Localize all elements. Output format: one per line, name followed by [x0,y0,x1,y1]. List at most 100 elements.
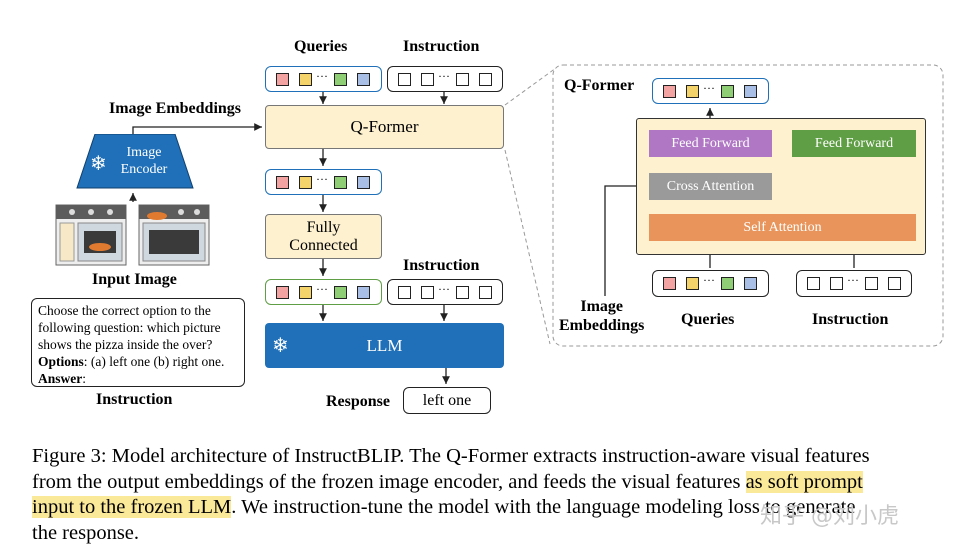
token-red [276,286,289,299]
caption-line-2-text: from the output embeddings of the frozen… [32,470,746,493]
token-empty [865,277,878,290]
instruction-caption-label: Instruction [96,391,173,408]
caption-highlight-2: input to the frozen LLM [32,496,232,518]
token-blue [357,176,370,189]
token-empty [479,286,492,299]
token-blue [744,277,757,290]
token-yellow [299,176,312,189]
token-green [334,176,347,189]
caption-line-1: Figure 3: Model architecture of Instruct… [32,445,870,467]
feed-forward-right: Feed Forward [792,130,916,157]
token-ellipsis: ··· [316,172,328,186]
token-empty [421,73,434,86]
right-query-tokens: ··· [652,270,769,297]
response-label: Response [326,393,391,410]
projected-query-tokens: ··· [265,279,382,305]
response-box: left one [403,387,491,414]
snowflake-icon: ❄ [272,335,289,357]
token-empty [398,73,411,86]
token-yellow [299,73,312,86]
stove-image-right [138,204,210,266]
response-value: left one [422,391,472,409]
feed-forward-left-label: Feed Forward [671,135,750,151]
right-image-embeddings-label: Image Embeddings [559,298,645,334]
caption-highlight-1: as soft prompt [745,470,863,493]
figure-caption: Figure 3: Model architecture of Instruct… [32,444,952,546]
token-yellow [686,277,699,290]
token-yellow [686,85,699,98]
queries-label: Queries [294,38,348,55]
self-attention-label: Self Attention [743,219,822,235]
token-yellow [299,286,312,299]
instruction-answer-line: Answer: [38,370,238,387]
right-queries-label: Queries [681,311,735,328]
cross-attention-layer: Cross Attention [649,173,772,200]
token-empty [807,277,820,290]
input-image-label: Input Image [92,271,177,288]
token-ellipsis: ··· [438,282,450,296]
token-red [663,277,676,290]
instruction-label-mid: Instruction [403,257,480,274]
answer-label: Answer [38,371,83,386]
token-blue [744,85,757,98]
feed-forward-left: Feed Forward [649,130,772,157]
self-attention-layer: Self Attention [649,214,916,241]
instruction-tokens-mid: ··· [387,279,503,305]
token-ellipsis: ··· [316,69,328,83]
qformer-label: Q-Former [350,117,419,136]
instruction-line-2: following question: which picture [38,320,221,335]
right-output-tokens: ··· [652,78,769,104]
fully-connected-block: Fully Connected [265,214,382,259]
llm-label: LLM [366,335,403,355]
right-qformer-title: Q-Former [564,77,635,94]
watermark: 知乎 @刘小虎 [760,504,899,529]
query-tokens-top: ··· [265,66,382,92]
token-red [276,73,289,86]
caption-line-3-text: . We instruction-tune the model with the… [231,496,856,518]
answer-text: : [82,371,87,386]
instruction-label-top: Instruction [403,38,480,55]
options-label: Options [38,354,84,369]
token-red [276,176,289,189]
token-ellipsis: ··· [703,273,715,287]
llm-block: LLM [265,323,504,368]
qformer-block: Q-Former [265,105,504,149]
feed-forward-right-label: Feed Forward [814,135,894,151]
token-empty [421,286,434,299]
instruction-options-line: Options: (a) left one (b) right one. [38,353,238,370]
token-empty [479,73,492,86]
stove-image-left [55,204,127,266]
image-encoder-block [76,134,194,189]
token-green [721,85,734,98]
token-blue [357,286,370,299]
token-empty [456,286,469,299]
options-text: : (a) left one (b) right one. [83,354,225,369]
token-empty [398,286,411,299]
right-instruction-tokens: ··· [796,270,912,297]
instruction-line-3: shows the pizza inside the over? [38,337,213,352]
cross-attention-label: Cross Attention [666,178,755,194]
token-ellipsis: ··· [703,81,715,95]
fully-connected-label: Fully Connected [289,218,358,254]
token-empty [888,277,901,290]
image-embeddings-label: Image Embeddings [109,100,242,117]
token-blue [357,73,370,86]
instruction-text-box: Choose the correct option to the followi… [31,298,245,387]
token-empty [830,277,843,290]
token-empty [456,73,469,86]
query-output-tokens: ··· [265,169,382,195]
instruction-line-1: Choose the correct option to the [38,303,211,318]
token-ellipsis: ··· [316,282,328,296]
token-green [721,277,734,290]
token-green [334,73,347,86]
token-ellipsis: ··· [847,273,859,287]
right-instruction-label: Instruction [812,311,889,328]
token-red [663,85,676,98]
snowflake-icon: ❄ [90,153,107,175]
token-ellipsis: ··· [438,69,450,83]
token-green [334,286,347,299]
instruction-tokens-top: ··· [387,66,503,92]
caption-line-2: from the output embeddings of the frozen… [32,470,952,496]
caption-line-4: the response. [32,521,140,544]
